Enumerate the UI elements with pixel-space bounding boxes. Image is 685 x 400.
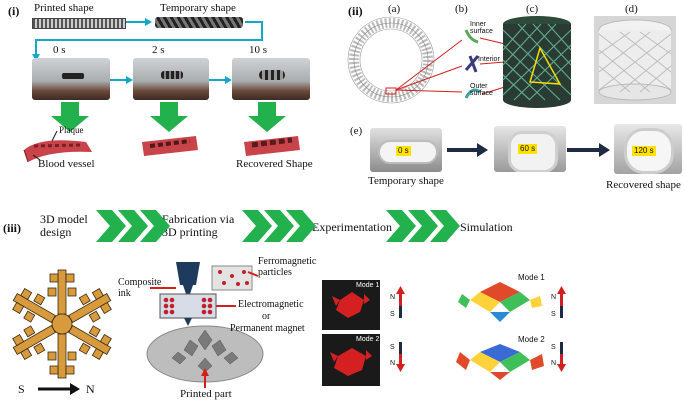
lattice-cylinder xyxy=(502,16,572,108)
printed-part-pattern xyxy=(171,329,239,373)
printing-setup xyxy=(146,262,264,388)
step-simulation: Simulation xyxy=(460,220,513,234)
step-experimentation: Experimentation xyxy=(312,220,392,234)
experiment-photo-10s xyxy=(232,58,310,100)
experiment-photo-0s xyxy=(32,58,110,100)
printed-part-label: Printed part xyxy=(180,388,232,400)
printed-strip xyxy=(32,18,126,29)
interior-strut xyxy=(464,55,480,73)
navy-arrow-1 xyxy=(477,143,488,157)
magnet-coils xyxy=(163,297,213,315)
or-label: or xyxy=(262,311,271,322)
green-down-arrow-3 xyxy=(248,102,286,132)
panel-iii-label: (iii) xyxy=(3,221,21,235)
stent-photo-120s: 120 s xyxy=(614,124,682,174)
mode1-experiment-shape xyxy=(332,292,370,318)
magnet-up-red-arrow xyxy=(396,286,405,294)
navy-arrow-2 xyxy=(599,143,610,157)
vessel-3 xyxy=(244,136,300,156)
sub-d-label: (d) xyxy=(625,3,638,15)
recovered-shape-label: Recovered Shape xyxy=(236,158,313,170)
vessel-2 xyxy=(142,136,198,156)
sub-a-label: (a) xyxy=(388,3,401,15)
s-to-n-arrow xyxy=(70,383,80,395)
pole-s-label: S xyxy=(18,382,25,396)
composite-ink-label: Composite ink xyxy=(118,277,162,299)
inner-surface-label: Inner surface xyxy=(470,21,493,35)
chevron-group-3 xyxy=(386,210,460,242)
experiment-photo-2s xyxy=(133,58,209,100)
time-10s: 10 s xyxy=(249,44,268,56)
magnet-down-red-arrow xyxy=(396,364,405,372)
temporary-shape-label: Temporary shape xyxy=(160,2,236,14)
sim-mode1-label: Mode 1 xyxy=(518,273,545,282)
stent-photo-0s: 0 s xyxy=(370,128,442,172)
snowflake-design xyxy=(7,269,117,379)
mode2-experiment-shape xyxy=(330,348,372,376)
exp-mode1-label: Mode 1 xyxy=(356,282,380,289)
green-down-arrow-2 xyxy=(150,102,188,132)
outer-surface-label: Outer surface xyxy=(470,83,493,97)
recovered-shape-label-ii: Recovered shape xyxy=(606,179,681,191)
chevron-group-1 xyxy=(96,210,170,242)
exp-mode2-label: Mode 2 xyxy=(356,336,380,343)
temporary-shape-label-ii: Temporary shape xyxy=(368,175,444,187)
sim-s-bottom: S xyxy=(551,344,556,351)
sim-magnet-down-arrow xyxy=(557,364,566,372)
printed-cylinder xyxy=(594,16,676,104)
sim-mode2-label: Mode 2 xyxy=(518,335,545,344)
chevron-group-2 xyxy=(242,210,316,242)
exp-s-bottom: S xyxy=(390,344,395,351)
outer-surface-strut xyxy=(464,88,481,99)
ferromagnetic-particles-label: Ferromagnetic particles xyxy=(258,256,317,278)
interior-label: Interior xyxy=(478,56,500,63)
ring-lattice xyxy=(347,16,435,104)
time-2s: 2 s xyxy=(152,44,165,56)
time-tag-0s: 0 s xyxy=(396,146,411,156)
panel-i-label: (i) xyxy=(8,4,20,18)
nozzle-top xyxy=(176,262,200,285)
stent-photo-60s: 60 s xyxy=(494,126,566,172)
electromagnetic-label: Electromagnetic xyxy=(238,299,304,310)
vessel-1 xyxy=(23,140,92,163)
exp-n-top: N xyxy=(390,294,396,301)
sim-magnet-up-arrow xyxy=(557,286,566,294)
time-tag-60s: 60 s xyxy=(518,144,538,154)
sub-e-label: (e) xyxy=(350,125,363,137)
time-tag-120s: 120 s xyxy=(632,146,656,156)
green-down-arrow-1 xyxy=(51,102,89,132)
time-0s: 0 s xyxy=(53,44,66,56)
pole-n-label: N xyxy=(86,382,95,396)
sim-n-top: N xyxy=(551,294,557,301)
plaque-label: Plaque xyxy=(59,125,84,135)
sim-n-bottom: N xyxy=(551,360,557,367)
step-3d-model-design: 3D model design xyxy=(40,212,88,239)
temporary-strip xyxy=(155,17,243,28)
exp-s-top: S xyxy=(390,311,395,318)
nozzle-tip xyxy=(183,285,193,300)
exp-n-bottom: N xyxy=(390,360,396,367)
inner-surface-strut xyxy=(464,29,479,44)
printed-shape-label: Printed shape xyxy=(34,2,94,14)
sub-c-label: (c) xyxy=(526,3,539,15)
blood-vessel-label: Blood vessel xyxy=(38,158,95,170)
panel-ii-label: (ii) xyxy=(348,4,363,18)
sub-b-label: (b) xyxy=(455,3,468,15)
permanent-magnet-label: Permanent magnet xyxy=(230,323,305,334)
step-fabrication: Fabrication via 3D printing xyxy=(162,212,235,239)
simulation-mode1 xyxy=(458,282,542,322)
simulation-mode2 xyxy=(456,344,544,380)
sim-s-top: S xyxy=(551,311,556,318)
